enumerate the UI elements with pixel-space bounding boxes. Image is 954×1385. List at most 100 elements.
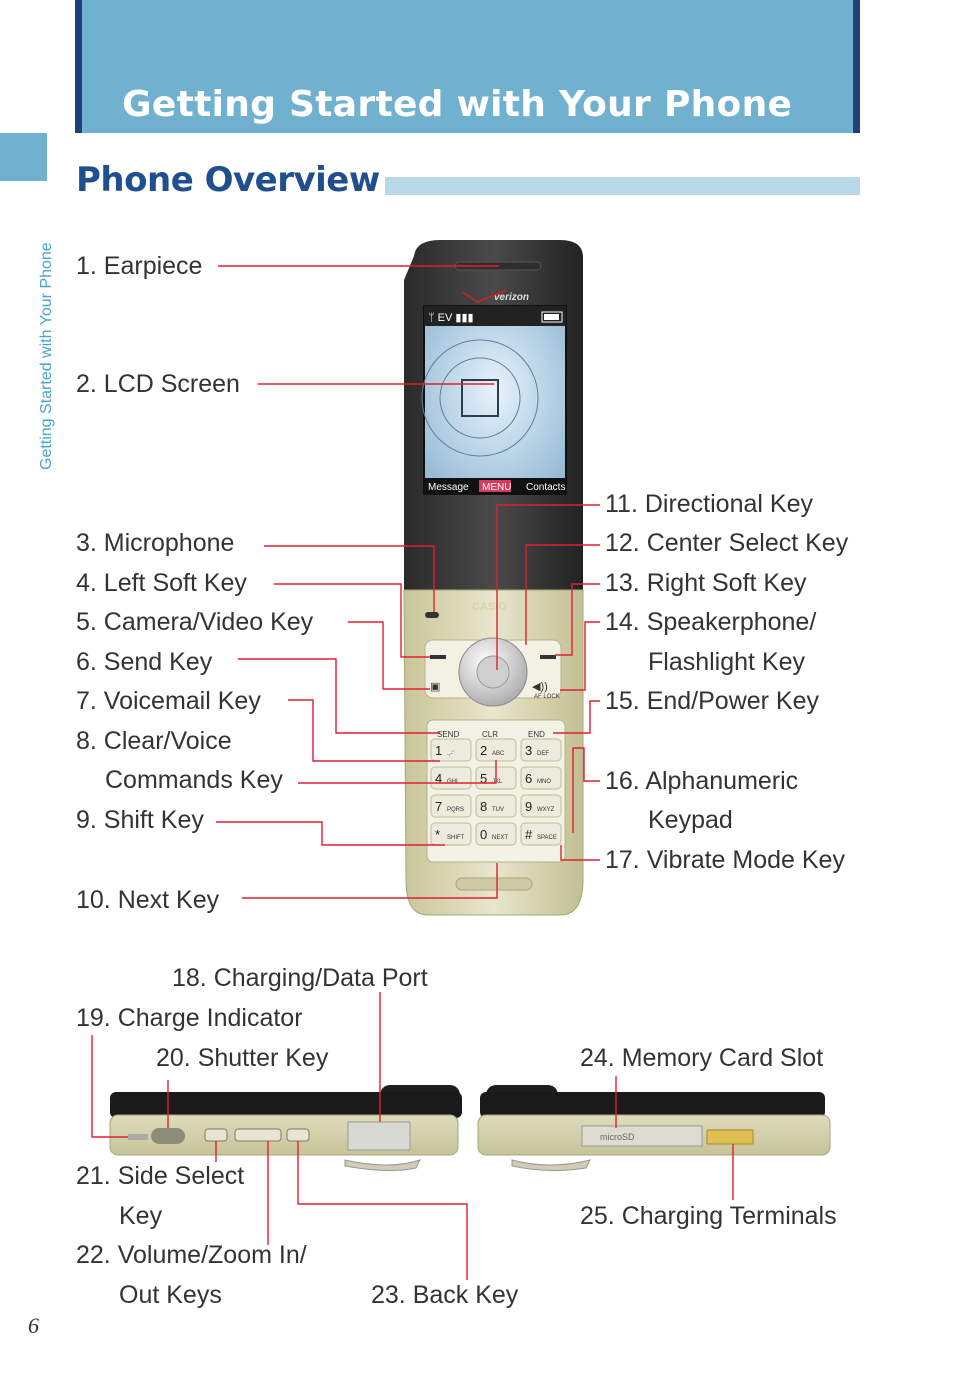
label-alphanumeric: 16. Alphanumeric (605, 767, 799, 795)
label-speakerphone: 14. Speakerphone/ (605, 608, 817, 636)
bottom-speaker (455, 877, 533, 891)
center-select-key (476, 655, 510, 689)
end-key-label: END (528, 730, 545, 739)
label-charging-terminals: 25. Charging Terminals (580, 1202, 837, 1230)
label-charging-data-port: 18. Charging/Data Port (172, 964, 428, 992)
label-left-soft-key: 4. Left Soft Key (76, 569, 247, 597)
memory-card-slot (581, 1125, 703, 1147)
key-number: # (525, 827, 533, 842)
key-number: 9 (525, 799, 532, 814)
key-number: 6 (525, 771, 532, 786)
key-7 (430, 794, 472, 818)
label-vibrate-mode-key: 17. Vibrate Mode Key (605, 846, 845, 874)
label-microphone: 3. Microphone (76, 529, 235, 557)
key-11 (475, 822, 517, 846)
key-number: 2 (480, 743, 487, 758)
key-letters: ABC (492, 751, 505, 757)
key-8 (475, 794, 517, 818)
lcd-menu-label: MENU (482, 482, 511, 493)
carrier-logo: verizon (494, 292, 529, 303)
key-6 (520, 766, 562, 790)
chapter-title: Getting Started with Your Phone (122, 84, 793, 125)
label-charge-indicator: 19. Charge Indicator (76, 1004, 303, 1032)
label-back-key: 23. Back Key (371, 1281, 519, 1309)
section-title: Phone Overview (76, 160, 380, 200)
label-out-keys: Out Keys (119, 1281, 222, 1309)
label-side-select: 21. Side Select (76, 1162, 245, 1190)
page-number: 6 (28, 1313, 39, 1338)
signal-icon: ᛘ EV ▮▮▮ (428, 312, 474, 324)
key-number: 4 (435, 771, 442, 786)
label-clear-voice: 8. Clear/Voice (76, 727, 232, 755)
key-10 (430, 822, 472, 846)
lcd-screen (423, 305, 567, 495)
label-lcd-screen: 2. LCD Screen (76, 370, 240, 398)
key-number: 8 (480, 799, 487, 814)
key-letters: .,-' (447, 751, 453, 757)
key-letters: WXYZ (537, 807, 555, 813)
key-number: 5 (480, 771, 487, 786)
leader-lines (91, 265, 734, 1280)
volume-zoom-keys (234, 1128, 282, 1142)
key-number: 0 (480, 827, 487, 842)
key-letters: PQRS (447, 807, 464, 813)
charging-data-port (347, 1121, 411, 1151)
side-view-top-right (480, 1092, 825, 1118)
key-12 (520, 822, 562, 846)
key-letters: SPACE (537, 835, 557, 841)
microphone (425, 612, 439, 618)
key-letters: NEXT (492, 835, 508, 841)
label-directional-key: 11. Directional Key (605, 490, 813, 518)
right-soft-key (540, 655, 556, 659)
lcd-right-softkey: Contacts (526, 482, 565, 493)
casio-logo: CASIO (472, 601, 507, 613)
shutter-key (151, 1128, 185, 1144)
side-view-top-left (110, 1092, 462, 1118)
camera-icon: ▣ (430, 681, 440, 693)
back-key (286, 1128, 310, 1142)
label-shutter-key: 20. Shutter Key (156, 1044, 329, 1072)
label-earpiece: 1. Earpiece (76, 252, 203, 280)
label-side-select-key: Key (119, 1202, 163, 1230)
key-letters: MNO (537, 779, 551, 785)
left-soft-key (430, 655, 446, 659)
key-letters: JKL (492, 779, 503, 785)
chapter-banner: Getting Started with Your Phone (75, 0, 860, 133)
key-number: 3 (525, 743, 532, 758)
label-camera-video-key: 5. Camera/Video Key (76, 608, 314, 636)
label-volume-zoom: 22. Volume/Zoom In/ (76, 1241, 307, 1269)
label-center-select-key: 12. Center Select Key (605, 529, 849, 557)
lcd-left-softkey: Message (428, 482, 469, 493)
label-shift-key: 9. Shift Key (76, 806, 204, 834)
label-memory-card-slot: 24. Memory Card Slot (580, 1044, 824, 1072)
svg-text:AF LOCK: AF LOCK (534, 694, 560, 700)
key-9 (520, 794, 562, 818)
key-letters: SHIFT (447, 835, 465, 841)
key-1 (430, 738, 472, 762)
key-letters: DEF (537, 751, 549, 757)
label-voicemail-key: 7. Voicemail Key (76, 687, 261, 715)
speaker-icon: ◀)) (532, 681, 548, 693)
key-number: 1 (435, 743, 442, 758)
label-commands-key: Commands Key (105, 766, 283, 794)
label-flashlight-key: Flashlight Key (648, 648, 806, 676)
side-select-key (204, 1128, 228, 1142)
charging-terminals (706, 1129, 754, 1145)
label-right-soft-key: 13. Right Soft Key (605, 569, 807, 597)
label-keypad: Keypad (648, 806, 733, 834)
section-underline-bar (385, 177, 860, 195)
label-send-key: 6. Send Key (76, 648, 213, 676)
key-number: 7 (435, 799, 442, 814)
key-number: * (435, 827, 440, 842)
key-letters: TUV (492, 807, 504, 813)
clr-key-label: CLR (482, 730, 498, 739)
key-3 (520, 738, 562, 762)
label-next-key: 10. Next Key (76, 886, 220, 914)
label-end-power-key: 15. End/Power Key (605, 687, 820, 715)
side-tab (0, 133, 47, 181)
send-key-label: SEND (437, 730, 459, 739)
microsd-label: microSD (600, 1132, 635, 1142)
charge-indicator (128, 1134, 148, 1140)
key-letters: GHI (447, 779, 458, 785)
